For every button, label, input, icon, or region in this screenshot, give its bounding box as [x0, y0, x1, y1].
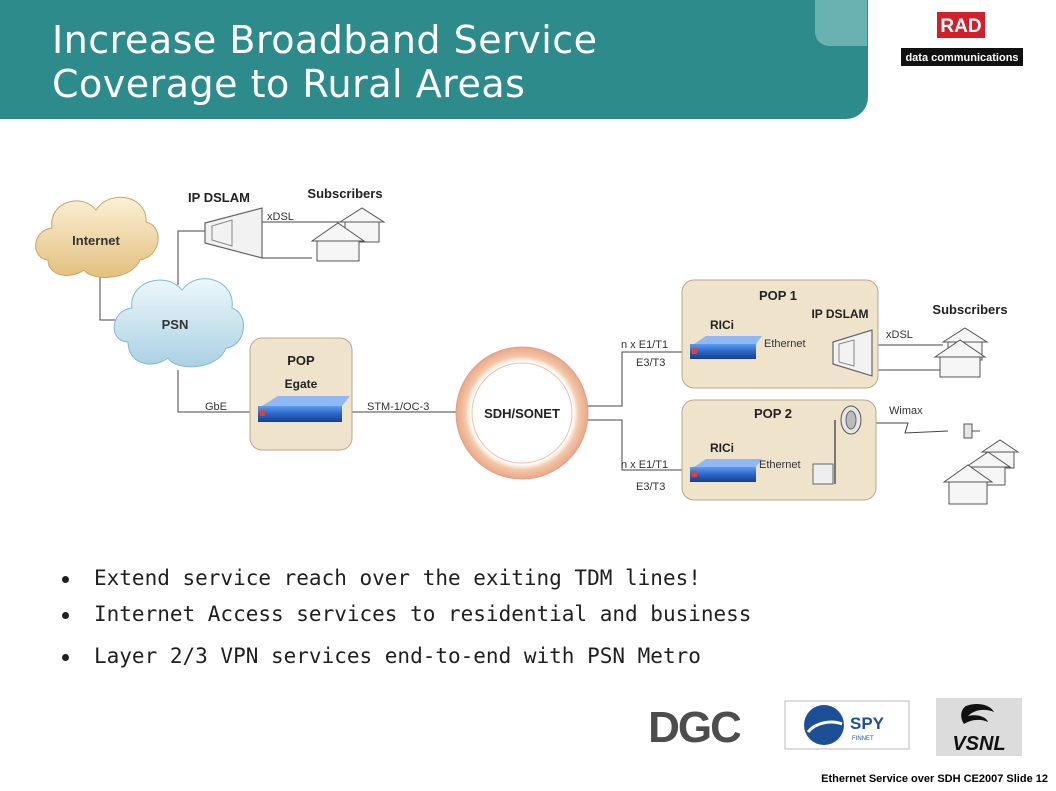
pop-left-box: POP Egate — [249, 337, 353, 451]
rici1-device — [690, 336, 762, 359]
dgc-logo-text: DGC — [648, 703, 740, 750]
dgc-logo: DGC — [648, 703, 740, 750]
nxe1-2-label: n x E1/T1 — [621, 459, 668, 471]
sdh-sonet-ring: SDH/SONET — [455, 346, 589, 480]
rici2-label: RICi — [710, 441, 734, 455]
xdsl-right-label: xDSL — [886, 329, 913, 341]
rad-logo: RAD data communications — [901, 12, 1023, 66]
slide-footer: Ethernet Service over SDH CE2007 Slide 1… — [821, 773, 1048, 785]
ip-dslam-top: IP DSLAM — [188, 190, 263, 259]
rici2-device — [690, 459, 762, 482]
title-accent — [815, 0, 867, 46]
nxe1-1-label: n x E1/T1 — [621, 339, 668, 351]
subscribers-right-label: Subscribers — [932, 302, 1007, 317]
psn-cloud: PSN — [113, 278, 244, 368]
spy-logo: SPY FINNET — [784, 700, 910, 750]
wimax-antenna-icon — [812, 405, 862, 485]
house-icon — [933, 339, 987, 378]
pop1-label: POP 1 — [759, 288, 797, 303]
house-icon — [942, 464, 994, 505]
rad-logo-subtitle: data communications — [905, 52, 1018, 64]
vsnl-logo-text: VSNL — [952, 733, 1005, 755]
sdh-sonet-label: SDH/SONET — [484, 406, 560, 421]
slide-title: Increase Broadband Service Coverage to R… — [52, 18, 598, 106]
xdsl-top-label: xDSL — [267, 211, 294, 223]
house-icon — [310, 222, 366, 262]
network-diagram: Internet PSN IP DSLAM xDSL Subscribers P… — [35, 186, 1020, 505]
psn-label: PSN — [162, 317, 189, 332]
ethernet1-label: Ethernet — [764, 338, 806, 350]
vsnl-logo: VSNL — [936, 698, 1022, 756]
bullet-list: Extend service reach over the exiting TD… — [62, 560, 862, 674]
pop-left-label: POP — [287, 353, 315, 368]
spy-logo-text: SPY — [850, 714, 885, 733]
bullet-item: Layer 2/3 VPN services end-to-end with P… — [62, 638, 862, 674]
egate-label: Egate — [285, 377, 318, 391]
ip-dslam-right — [832, 329, 873, 377]
internet-cloud: Internet — [35, 196, 159, 278]
slide-title-line1: Increase Broadband Service — [52, 18, 598, 62]
bullet-item: Internet Access services to residential … — [62, 596, 862, 632]
ethernet2-label: Ethernet — [759, 459, 801, 471]
pop1-box: POP 1 RICi IP DSLAM — [681, 279, 879, 389]
internet-label: Internet — [72, 233, 120, 248]
title-bar — [0, 0, 868, 119]
wimax-cpe-icon — [963, 423, 980, 439]
pop2-label: POP 2 — [754, 406, 792, 421]
slide-title-line2: Coverage to Rural Areas — [52, 62, 526, 106]
gbe-label: GbE — [205, 401, 227, 413]
ip-dslam-right-label: IP DSLAM — [811, 307, 868, 321]
ip-dslam-top-label: IP DSLAM — [188, 190, 250, 205]
egate-device — [258, 396, 350, 422]
wimax-label: Wimax — [889, 405, 923, 417]
e3t3-2-label: E3/T3 — [636, 481, 665, 493]
rici1-label: RICi — [710, 318, 734, 332]
spy-logo-subtext: FINNET — [852, 736, 874, 742]
subscribers-top-label: Subscribers — [307, 186, 382, 201]
bullet-item: Extend service reach over the exiting TD… — [62, 560, 862, 596]
rad-logo-text: RAD — [940, 16, 981, 37]
e3t3-1-label: E3/T3 — [636, 357, 665, 369]
stm-label: STM-1/OC-3 — [367, 401, 429, 413]
